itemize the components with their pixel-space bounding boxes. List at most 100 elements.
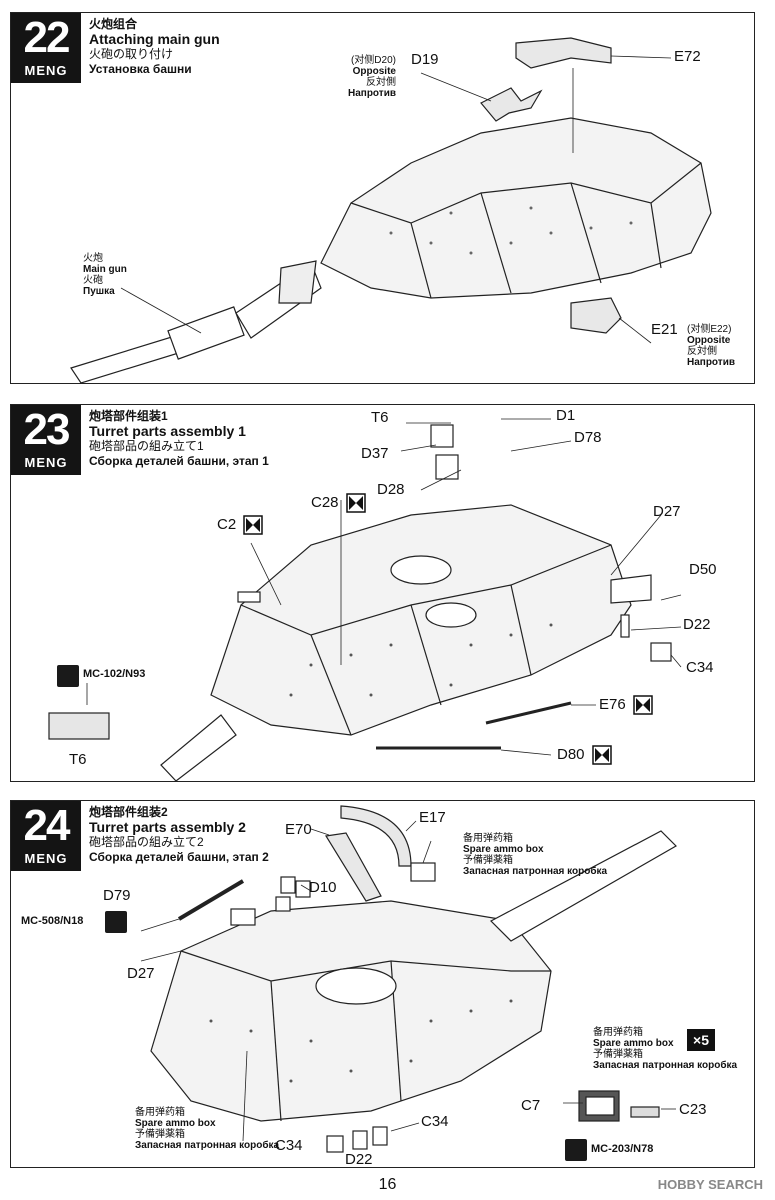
label-e17: E17 [419, 809, 446, 826]
label-c34: C34 [686, 659, 714, 676]
ammo-en: Spare ammo box [463, 844, 544, 855]
quantity-badge: ×5 [687, 1029, 715, 1051]
label-d37: D37 [361, 445, 389, 462]
d19-note-ru: Напротив [348, 88, 396, 99]
title-ru: Установка башни [89, 62, 192, 76]
label-d80: D80 [557, 745, 612, 765]
step-number-badge: 24 MENG [11, 801, 81, 871]
e76-text: E76 [599, 695, 626, 713]
d19-note-ja: 反対側 [365, 77, 396, 88]
label-d10: D10 [309, 879, 337, 896]
step-titles: 火炮组合 Attaching main gun 火砲の取り付け Установк… [89, 17, 220, 77]
label-d78: D78 [574, 429, 602, 446]
label-d22: D22 [683, 616, 711, 633]
label-c7: C7 [521, 1097, 541, 1114]
title-cn: 火炮组合 [89, 17, 138, 31]
paint-brush-icon [57, 665, 79, 687]
ammo-box-note-top: 备用弹药箱 Spare ammo box 予備弾薬箱 Запасная патр… [463, 833, 607, 877]
ammo2-ja: 予備弾薬箱 [593, 1049, 643, 1060]
label-c34-left: C34 [275, 1137, 303, 1154]
e21-note-ru: Напротив [687, 357, 735, 368]
turret-gun-illustration [70, 37, 712, 383]
label-d19: D19 [411, 51, 439, 68]
title-ja: 砲塔部品の組み立て1 [89, 439, 204, 453]
ammo-ru: Запасная патронная коробка [463, 866, 608, 877]
ammo-box-note-bottom: 备用弹药箱 Spare ammo box 予備弾薬箱 Запасная патр… [135, 1107, 279, 1151]
label-d22: D22 [345, 1151, 373, 1168]
step-number: 23 [23, 405, 71, 454]
label-d27: D27 [653, 503, 681, 520]
e21-opposite-note: (对侧E22) Opposite 反対側 Напротив [687, 324, 735, 368]
label-c28: C28 [311, 493, 366, 513]
c2-text: C2 [217, 515, 237, 533]
label-d50: D50 [689, 561, 717, 578]
label-c34-right: C34 [421, 1113, 449, 1130]
both-sides-icon [243, 515, 264, 535]
title-en: Turret parts assembly 2 [89, 819, 246, 835]
label-d79: D79 [103, 887, 131, 904]
paint-code-1: MC-508/N18 [21, 915, 84, 927]
paint-brush-icon [105, 911, 127, 933]
brand-logo: MENG [24, 851, 68, 866]
ammo2-cn: 备用弹药箱 [593, 1027, 643, 1038]
e21-note-en: Opposite [687, 335, 731, 346]
gun-ja: 火砲 [83, 275, 103, 286]
label-e21: E21 [651, 321, 678, 338]
title-ja: 火砲の取り付け [89, 47, 174, 61]
ammo-box-note-right: 备用弹药箱 Spare ammo box 予備弾薬箱 Запасная патр… [593, 1027, 737, 1071]
both-sides-icon [633, 695, 653, 715]
both-sides-icon [345, 493, 366, 513]
title-ja: 砲塔部品の組み立て2 [89, 835, 204, 849]
step-titles: 炮塔部件组装1 Turret parts assembly 1 砲塔部品の組み立… [89, 409, 269, 469]
gun-ru: Пушка [83, 286, 115, 297]
brand-logo: MENG [24, 455, 68, 470]
paint-brush-icon [565, 1139, 587, 1161]
step-22-panel: 22 MENG 火炮组合 Attaching main gun 火砲の取り付け … [10, 12, 755, 384]
title-en: Attaching main gun [89, 31, 220, 47]
ammo3-ja: 予備弾薬箱 [135, 1129, 185, 1140]
paint-code-2: MC-203/N78 [591, 1143, 654, 1155]
title-en: Turret parts assembly 1 [89, 423, 246, 439]
label-e72: E72 [674, 48, 701, 65]
gun-cn: 火炮 [83, 253, 103, 264]
step-number-badge: 22 MENG [11, 13, 81, 83]
paint-code: MC-102/N93 [83, 668, 146, 680]
turret-assembly-1-illustration [48, 418, 682, 781]
ammo3-ru: Запасная патронная коробка [135, 1140, 280, 1151]
watermark: HOBBY SEARCH [657, 1177, 763, 1192]
both-sides-icon [591, 745, 612, 765]
ammo-cn: 备用弹药箱 [463, 833, 513, 844]
d19-note-en: Opposite [352, 66, 396, 77]
ammo-ja: 予備弾薬箱 [463, 855, 513, 866]
page-number: 16 [378, 1176, 397, 1193]
ammo2-ru: Запасная патронная коробка [593, 1060, 738, 1071]
title-cn: 炮塔部件组装1 [89, 409, 168, 423]
label-c2: C2 [217, 515, 264, 535]
brand-logo: MENG [24, 63, 68, 78]
turret-assembly-2-illustration [140, 805, 677, 1153]
title-ru: Сборка деталей башни, этап 2 [89, 850, 269, 864]
step-number: 24 [23, 801, 71, 850]
label-d1: D1 [556, 407, 576, 424]
label-e76: E76 [599, 695, 653, 715]
label-c23: C23 [679, 1101, 707, 1118]
ammo3-en: Spare ammo box [135, 1118, 216, 1129]
label-t6-plate: T6 [69, 751, 87, 768]
e21-note-ja: 反対側 [687, 346, 717, 357]
label-t6: T6 [371, 409, 389, 426]
step-number: 22 [23, 13, 71, 62]
c28-text: C28 [311, 493, 339, 511]
d19-note-cn: (对侧D20) [350, 55, 396, 66]
title-cn: 炮塔部件组装2 [89, 805, 168, 819]
step-number-badge: 23 MENG [11, 405, 81, 475]
d19-opposite-note: (对侧D20) Opposite 反対側 Напротив [348, 55, 396, 99]
gun-en: Main gun [83, 264, 127, 275]
ammo2-en: Spare ammo box [593, 1038, 674, 1049]
label-d27: D27 [127, 965, 155, 982]
label-d28: D28 [377, 481, 405, 498]
d80-text: D80 [557, 745, 585, 763]
e21-note-cn: (对侧E22) [687, 324, 732, 335]
step-24-panel: 24 MENG 炮塔部件组装2 Turret parts assembly 2 … [10, 800, 755, 1168]
step-titles: 炮塔部件组装2 Turret parts assembly 2 砲塔部品の組み立… [89, 805, 269, 865]
label-e70: E70 [285, 821, 312, 838]
